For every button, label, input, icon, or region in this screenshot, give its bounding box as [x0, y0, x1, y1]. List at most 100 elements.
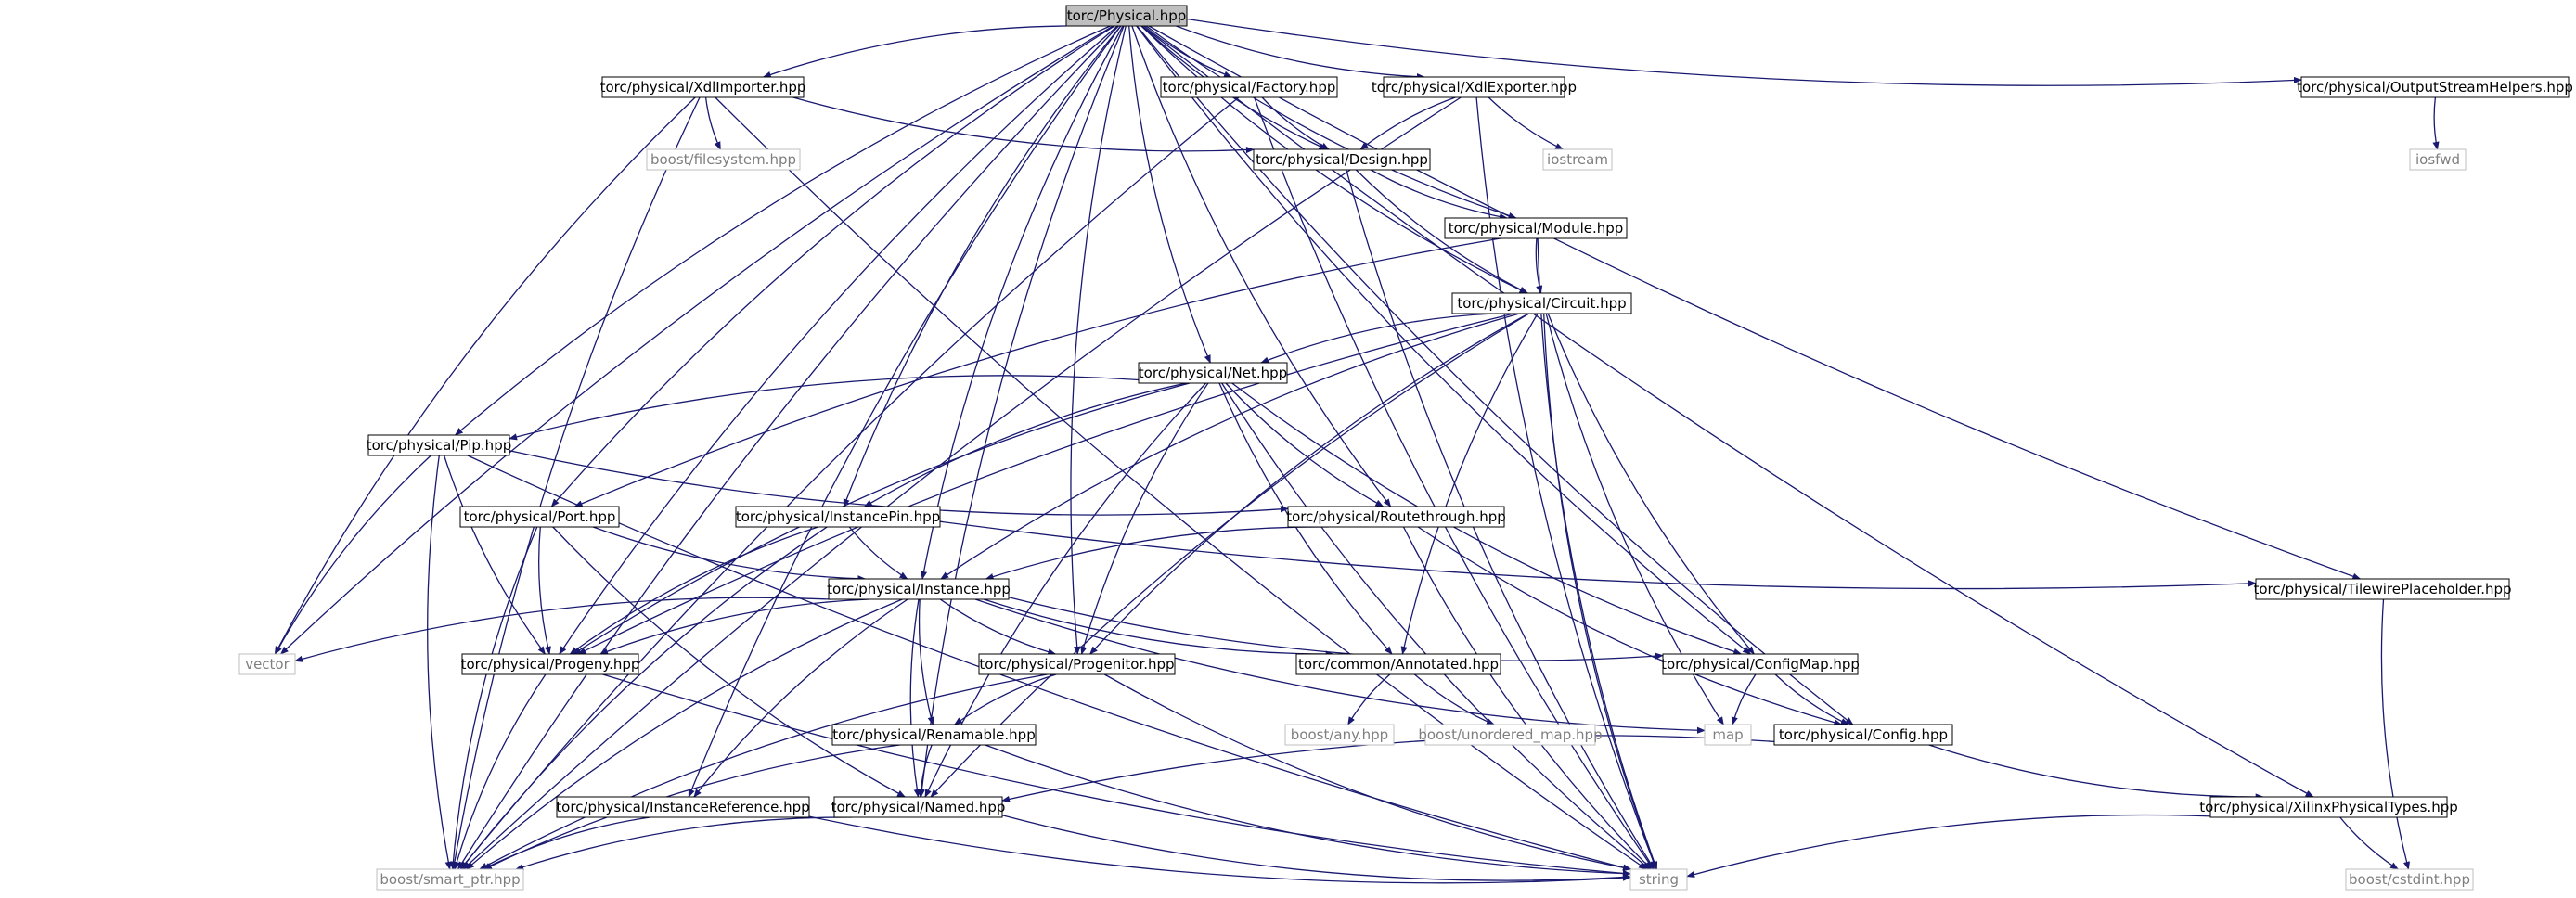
edge-pip-to-string — [467, 455, 1631, 871]
edge-instance-to-progeny — [599, 598, 869, 655]
edge-progenitor-to-renamable — [954, 674, 1057, 725]
node-pip[interactable]: torc/physical/Pip.hpp — [367, 434, 511, 456]
edge-instance-to-map — [974, 598, 1706, 734]
edge-physical-to-tilewire — [1148, 25, 2362, 580]
node-box-named — [833, 796, 1003, 818]
node-boostany: boost/any.hpp — [1284, 724, 1395, 746]
edge-physical-to-xpt — [1141, 25, 2314, 798]
edge-circuit-to-configmap — [1547, 313, 1755, 655]
node-iosfwd: iosfwd — [2409, 148, 2467, 171]
node-label-config: torc/physical/Config.hpp — [1779, 726, 1948, 743]
edge-port-to-instance — [592, 526, 867, 583]
node-physical[interactable]: torc/Physical.hpp — [1065, 5, 1188, 27]
node-label-unordered: boost/unordered_map.hpp — [1418, 726, 1602, 744]
node-progenitor[interactable]: torc/physical/Progenitor.hpp — [978, 653, 1176, 675]
edge-instance-to-progenitor — [939, 598, 1057, 656]
node-tilewire[interactable]: torc/physical/TilewirePlaceholder.hpp — [2253, 578, 2512, 600]
node-string: string — [1629, 868, 1688, 891]
node-label-map: map — [1712, 726, 1743, 743]
edge-module-to-string — [1537, 237, 1658, 870]
edge-named-to-string — [1001, 815, 1631, 881]
edge-xdlimporter-to-design — [792, 96, 1255, 154]
edge-routethrough-to-config — [1417, 526, 1843, 726]
edge-port-to-progeny — [538, 526, 551, 655]
node-module[interactable]: torc/physical/Module.hpp — [1444, 217, 1628, 239]
edge-pip-to-routethrough — [509, 450, 1289, 516]
edge-physical-to-smartptr — [457, 25, 1119, 870]
edge-physical-to-progeny — [559, 25, 1118, 655]
node-box-routethrough — [1287, 506, 1505, 528]
edge-physical-to-configmap — [1136, 25, 1752, 655]
edge-physical-to-port — [550, 25, 1115, 507]
node-box-net — [1138, 362, 1288, 384]
edge-net-to-instancepin — [863, 382, 1187, 507]
node-label-progenitor: torc/physical/Progenitor.hpp — [979, 656, 1174, 673]
edge-pip-to-progeny — [443, 455, 546, 655]
node-configmap[interactable]: torc/physical/ConfigMap.hpp — [1661, 653, 1860, 675]
edge-port-to-named — [552, 526, 906, 798]
node-design[interactable]: torc/physical/Design.hpp — [1253, 148, 1431, 171]
node-routethrough[interactable]: torc/physical/Routethrough.hpp — [1286, 506, 1506, 528]
node-box-progenitor — [978, 653, 1176, 675]
node-label-module: torc/physical/Module.hpp — [1449, 220, 1624, 237]
node-box-vector — [238, 653, 296, 675]
node-net[interactable]: torc/physical/Net.hpp — [1138, 362, 1288, 384]
node-config[interactable]: torc/physical/Config.hpp — [1773, 724, 1953, 746]
node-xdlimporter[interactable]: torc/physical/XdlImporter.hpp — [600, 76, 806, 98]
edge-instancepin-to-smartptr — [460, 526, 828, 870]
node-xpt[interactable]: torc/physical/XilinxPhysicalTypes.hpp — [2199, 796, 2458, 818]
node-label-smartptr: boost/smart_ptr.hpp — [380, 871, 520, 889]
node-label-fs: boost/filesystem.hpp — [650, 151, 796, 168]
edge-physical-to-net — [1128, 25, 1211, 364]
node-box-iosfwd — [2409, 148, 2467, 171]
node-smartptr: boost/smart_ptr.hpp — [376, 868, 524, 891]
edge-circuit-to-string — [1543, 313, 1657, 870]
node-annotated[interactable]: torc/common/Annotated.hpp — [1295, 653, 1501, 675]
edge-osh-to-iosfwd — [2432, 96, 2440, 150]
node-box-port — [459, 506, 620, 528]
edge-routethrough-to-string — [1402, 526, 1653, 870]
node-label-osh: torc/physical/OutputStreamHelpers.hpp — [2297, 79, 2573, 96]
edge-circuit-to-annotated — [1400, 313, 1539, 655]
node-instref[interactable]: torc/physical/InstanceReference.hpp — [556, 796, 810, 818]
node-named[interactable]: torc/physical/Named.hpp — [831, 796, 1006, 818]
edge-net-to-configmap — [1231, 382, 1743, 655]
node-box-module — [1444, 217, 1628, 239]
node-label-design: torc/physical/Design.hpp — [1256, 151, 1428, 168]
node-renamable[interactable]: torc/physical/Renamable.hpp — [831, 724, 1037, 746]
edge-circuit-to-net — [1260, 313, 1494, 364]
node-box-xdlexporter — [1383, 76, 1565, 98]
edge-instref-to-smartptr — [482, 816, 650, 870]
edge-port-to-smartptr — [449, 526, 538, 870]
node-label-routethrough: torc/physical/Routethrough.hpp — [1286, 508, 1506, 525]
edge-design-to-string — [1346, 169, 1655, 870]
edge-configmap-to-config — [1774, 674, 1849, 725]
node-label-factory: torc/physical/Factory.hpp — [1163, 79, 1336, 96]
node-label-net: torc/physical/Net.hpp — [1139, 365, 1287, 381]
node-label-iostream: iostream — [1547, 151, 1608, 168]
node-label-configmap: torc/physical/ConfigMap.hpp — [1661, 656, 1860, 673]
node-box-tilewire — [2255, 578, 2510, 600]
node-box-xpt — [2209, 796, 2448, 818]
node-instancepin[interactable]: torc/physical/InstancePin.hpp — [735, 506, 941, 528]
node-xdlexporter[interactable]: torc/physical/XdlExporter.hpp — [1372, 76, 1577, 98]
edge-physical-to-progenitor — [1070, 25, 1127, 655]
node-circuit[interactable]: torc/physical/Circuit.hpp — [1451, 292, 1632, 314]
node-instance[interactable]: torc/physical/Instance.hpp — [827, 578, 1011, 600]
edge-xdlexporter-to-smartptr — [462, 96, 1462, 870]
node-port[interactable]: torc/physical/Port.hpp — [459, 506, 620, 528]
node-box-instref — [556, 796, 810, 818]
node-box-configmap — [1662, 653, 1859, 675]
edge-physical-to-vector — [279, 25, 1114, 655]
node-label-boostany: boost/any.hpp — [1291, 726, 1388, 743]
edge-net-to-string — [1221, 382, 1651, 870]
edge-physical-to-instref — [688, 25, 1122, 798]
edge-instance-to-renamable — [918, 598, 934, 725]
node-box-unordered — [1424, 724, 1596, 746]
edge-instance-to-annotated — [983, 598, 1334, 658]
node-osh[interactable]: torc/physical/OutputStreamHelpers.hpp — [2297, 76, 2573, 98]
node-box-fs — [646, 148, 801, 171]
edge-progenitor-to-string — [1103, 674, 1632, 871]
node-progeny[interactable]: torc/physical/Progeny.hpp — [461, 653, 640, 675]
node-factory[interactable]: torc/physical/Factory.hpp — [1160, 76, 1338, 98]
